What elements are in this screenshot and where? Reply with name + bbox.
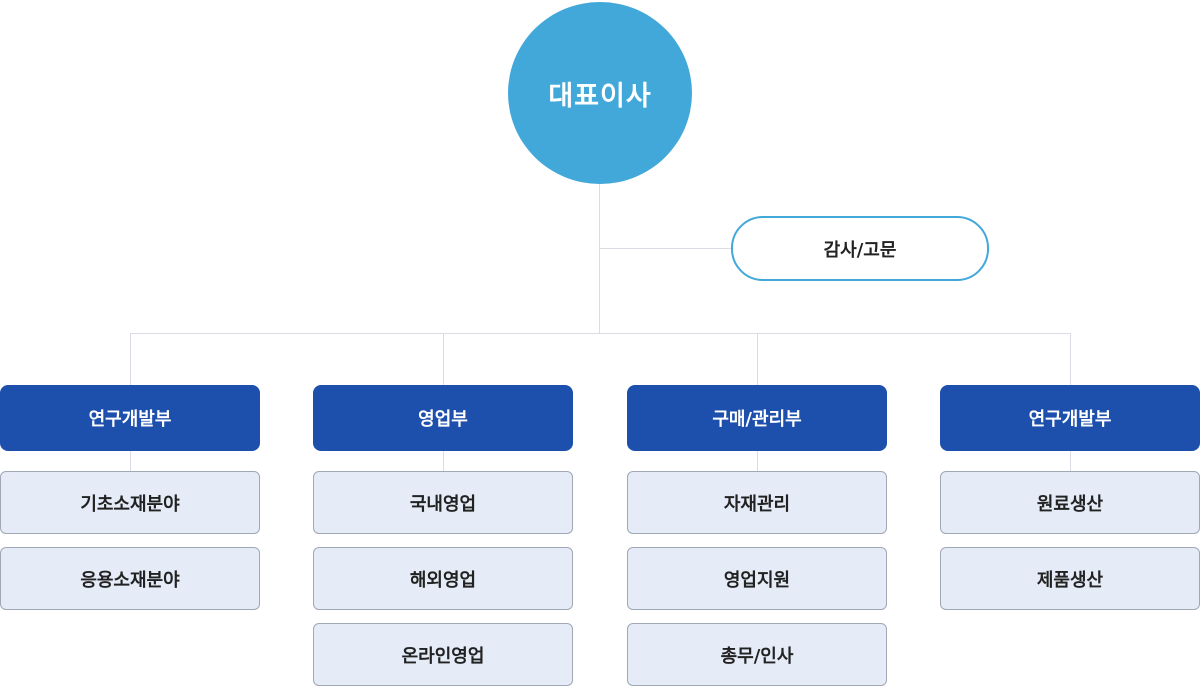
- sub-unit-box: 자재관리: [627, 471, 887, 534]
- department-column: 구매/관리부 자재관리 영업지원 총무/인사: [627, 385, 887, 699]
- department-column: 연구개발부 기초소재분야 응용소재분야: [0, 385, 260, 623]
- sub-connector-line: [757, 451, 758, 471]
- sub-unit-list: 기초소재분야 응용소재분야: [0, 451, 260, 610]
- sub-unit-box: 기초소재분야: [0, 471, 260, 534]
- department-header: 연구개발부: [940, 385, 1200, 451]
- sub-connector-line: [443, 451, 444, 471]
- sub-unit-list: 국내영업 해외영업 온라인영업: [313, 451, 573, 686]
- sub-unit-box: 국내영업: [313, 471, 573, 534]
- department-drop-line-4: [1070, 333, 1071, 385]
- department-column: 영업부 국내영업 해외영업 온라인영업: [313, 385, 573, 699]
- department-drop-line-3: [757, 333, 758, 385]
- sub-unit-box: 응용소재분야: [0, 547, 260, 610]
- sub-connector-line: [130, 451, 131, 471]
- sub-unit-list: 자재관리 영업지원 총무/인사: [627, 451, 887, 686]
- sub-unit-box: 제품생산: [940, 547, 1200, 610]
- advisor-branch-line: [599, 248, 731, 249]
- department-header: 연구개발부: [0, 385, 260, 451]
- sub-unit-box: 온라인영업: [313, 623, 573, 686]
- ceo-trunk-line: [599, 184, 600, 334]
- department-column: 연구개발부 원료생산 제품생산: [940, 385, 1200, 623]
- advisor-node: 감사/고문: [731, 216, 989, 281]
- department-drop-line-2: [443, 333, 444, 385]
- department-header: 영업부: [313, 385, 573, 451]
- sub-unit-box: 해외영업: [313, 547, 573, 610]
- department-bus-line: [130, 333, 1071, 334]
- sub-connector-line: [1070, 451, 1071, 471]
- sub-unit-list: 원료생산 제품생산: [940, 451, 1200, 610]
- sub-unit-box: 영업지원: [627, 547, 887, 610]
- sub-unit-box: 원료생산: [940, 471, 1200, 534]
- department-drop-line-1: [130, 333, 131, 385]
- department-header: 구매/관리부: [627, 385, 887, 451]
- ceo-node: 대표이사: [508, 2, 692, 184]
- sub-unit-box: 총무/인사: [627, 623, 887, 686]
